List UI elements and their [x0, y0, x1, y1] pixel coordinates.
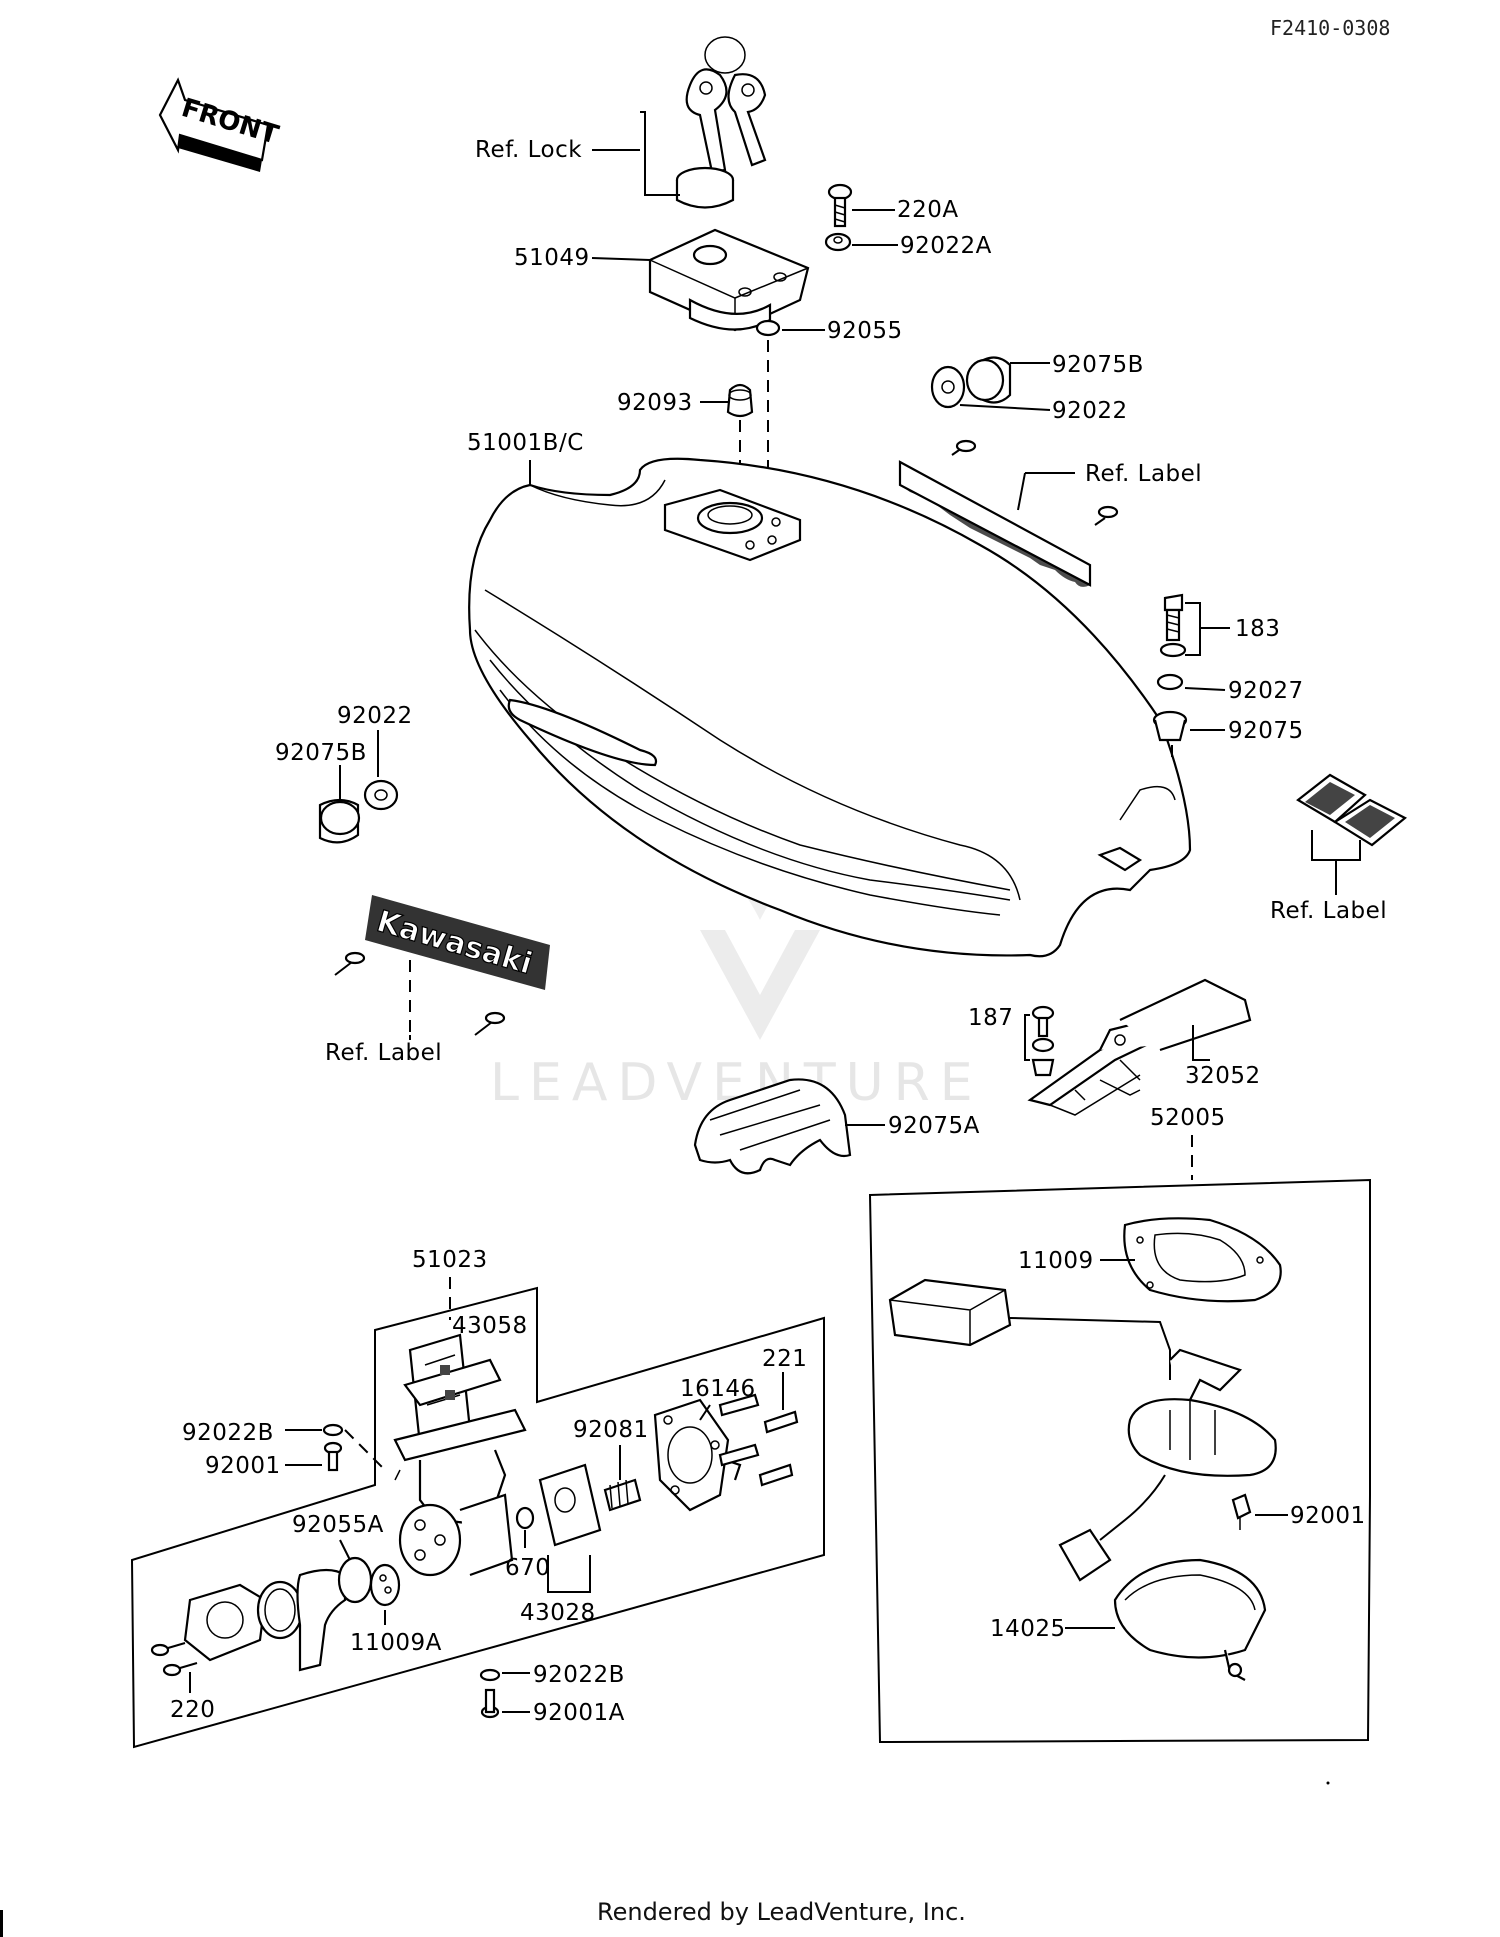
fuel-cock-icon: [369, 1333, 527, 1607]
callout-52005: 52005: [1150, 1105, 1226, 1131]
sticker-icon: [1296, 773, 1407, 847]
callout-51023: 51023: [412, 1247, 488, 1273]
grommet-icon: [726, 383, 754, 418]
callout-11009A: 11009A: [350, 1630, 442, 1656]
callout-92001-left: 92001: [205, 1453, 281, 1479]
washer-screw-left-icon: [322, 1423, 344, 1472]
callout-11009: 11009: [1018, 1248, 1094, 1274]
screw-220-icon: [150, 1642, 198, 1677]
callout-92022-top: 92022: [1052, 398, 1128, 424]
callout-92081: 92081: [573, 1417, 649, 1443]
sender-cover-icon: [1113, 1558, 1267, 1681]
callout-43058: 43058: [452, 1313, 528, 1339]
kawasaki-emblem-icon: Kawasaki: [334, 895, 550, 1036]
callout-51049: 51049: [514, 245, 590, 271]
rubber-damper-icon: [930, 356, 1012, 409]
gasket-icon: [1123, 1217, 1282, 1303]
callout-220: 220: [170, 1697, 215, 1723]
diagram-code: F2410-0308: [1270, 16, 1390, 40]
collar-icon: [1156, 673, 1184, 691]
fuel-cap-icon: [648, 228, 810, 332]
footer-text: Rendered by LeadVenture, Inc.: [597, 1898, 966, 1926]
lever-plate-icon: [515, 1463, 642, 1547]
fuel-float-icon: [888, 1278, 1277, 1582]
rubber-icon: [1152, 710, 1188, 742]
fuel-tank-icon: [468, 457, 1192, 958]
callout-670: 670: [505, 1555, 550, 1581]
callout-220A: 220A: [897, 197, 959, 223]
callout-92075B-top: 92075B: [1052, 352, 1144, 378]
callout-92001-right: 92001: [1290, 1503, 1366, 1529]
bolt-187-icon: [1031, 1005, 1055, 1077]
callout-43028: 43028: [520, 1600, 596, 1626]
callout-187: 187: [968, 1005, 1013, 1031]
callout-92022A: 92022A: [900, 233, 992, 259]
callout-14025: 14025: [990, 1616, 1066, 1642]
label-plate-icon: [898, 439, 1119, 587]
callout-92022B-left: 92022B: [182, 1420, 274, 1446]
callout-92022-left: 92022: [337, 703, 413, 729]
o-ring-icon: [755, 319, 781, 337]
screw-221-icon: [718, 1393, 799, 1487]
callout-221: 221: [762, 1346, 807, 1372]
callout-92022B-bottom: 92022B: [533, 1662, 625, 1688]
bolt-icon: [1159, 593, 1187, 658]
callout-92075A: 92075A: [888, 1113, 980, 1139]
screw-icon: [827, 183, 853, 228]
washer-screw-bottom-icon: [479, 1668, 501, 1719]
left-damper-icon: [318, 779, 399, 844]
diaphragm-cover-icon: [653, 1398, 742, 1512]
callout-183: 183: [1235, 616, 1280, 642]
callout-ref-label-left: Ref. Label: [325, 1040, 442, 1066]
callout-92027: 92027: [1228, 678, 1304, 704]
callout-92055: 92055: [827, 318, 903, 344]
washer-icon: [824, 232, 852, 252]
callout-ref-label-right: Ref. Label: [1270, 898, 1387, 924]
cushion-icon: [693, 1078, 852, 1175]
callout-92093: 92093: [617, 390, 693, 416]
bracket-icon: [1027, 978, 1252, 1116]
callout-ref-label-top: Ref. Label: [1085, 461, 1202, 487]
callout-ref-lock: Ref. Lock: [475, 137, 582, 163]
callout-32052: 32052: [1185, 1063, 1261, 1089]
emblem-text: Kawasaki: [373, 904, 536, 982]
outlet-pipe-icon: [183, 1556, 373, 1672]
callout-92075: 92075: [1228, 718, 1304, 744]
callout-92055A: 92055A: [292, 1512, 384, 1538]
callout-92075B-left: 92075B: [275, 740, 367, 766]
key-lock-icon: [640, 36, 767, 209]
screw-92001-icon: [1231, 1493, 1252, 1530]
callout-92001A: 92001A: [533, 1700, 625, 1726]
front-arrow-icon: FRONT: [158, 77, 282, 172]
callout-51001BC: 51001B/C: [467, 430, 584, 456]
